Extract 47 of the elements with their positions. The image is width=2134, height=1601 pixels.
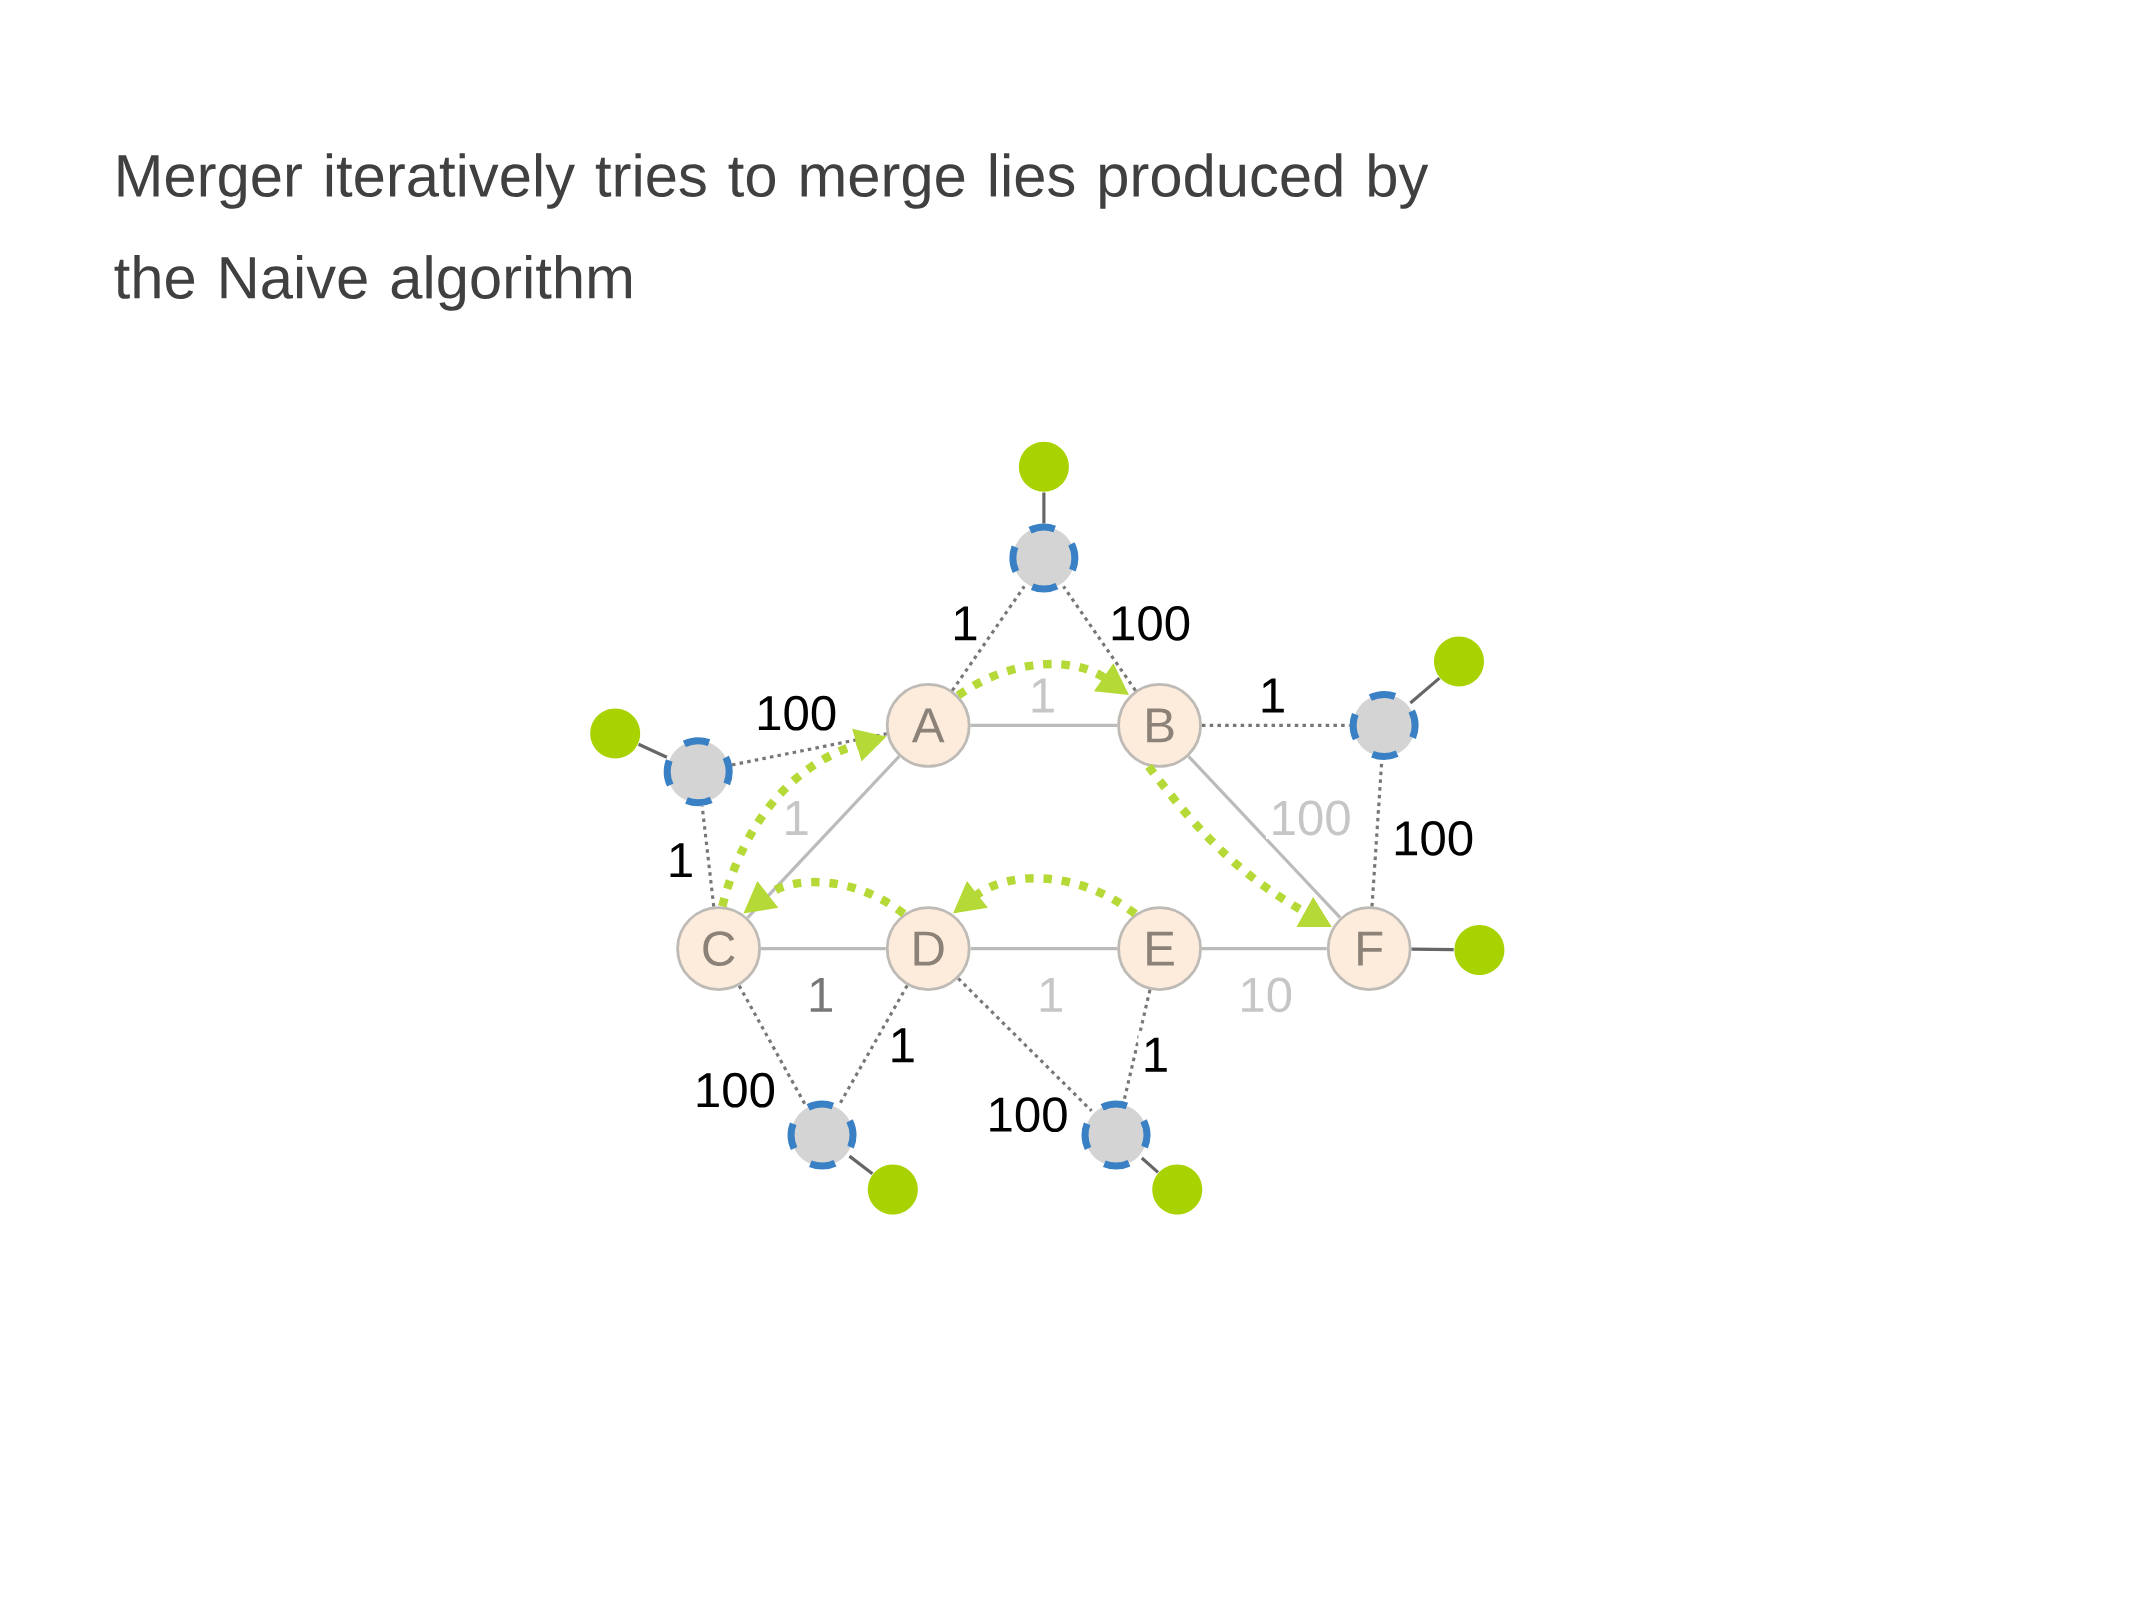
weight-label: 100 <box>690 1069 780 1112</box>
connector-line <box>746 755 901 919</box>
connector-line <box>1201 947 1327 951</box>
weight-label: 1 <box>779 797 814 839</box>
connector-line <box>1187 755 1342 920</box>
connector-line <box>848 1155 874 1176</box>
connector-line <box>1062 585 1137 692</box>
endpoint-dot <box>1454 925 1505 976</box>
weight-label: 1 <box>1255 675 1290 717</box>
endpoint-dot <box>590 708 641 759</box>
port-circle <box>1081 1100 1151 1170</box>
connector-line <box>700 806 716 907</box>
connector-line <box>970 947 1118 951</box>
connector-line <box>1201 724 1350 728</box>
connector-line <box>761 947 886 951</box>
weight-label: 1 <box>947 603 983 644</box>
endpoint-dot <box>867 1164 918 1215</box>
connector-line <box>1411 947 1454 952</box>
endpoint-dot <box>1152 1164 1203 1215</box>
weight-label: 100 <box>1388 817 1478 860</box>
connector-line <box>957 977 1093 1113</box>
weight-label: 100 <box>1105 602 1195 645</box>
weight-label: 1 <box>663 839 698 881</box>
weight-label: 100 <box>1266 797 1356 840</box>
weight-label: 1 <box>1025 675 1060 717</box>
connector-line <box>951 585 1026 692</box>
weight-label: 1 <box>803 974 838 1016</box>
connector-line <box>637 743 668 759</box>
weight-label: 1 <box>1033 974 1068 1016</box>
connector-line <box>970 724 1118 728</box>
port-circle <box>1009 523 1079 593</box>
port-circle <box>787 1100 857 1170</box>
connector-line <box>731 732 887 767</box>
title: Merger iteratively tries to merge lies produced by the Naive algorithm <box>114 153 1429 311</box>
port-circle <box>663 737 733 807</box>
endpoint-dot <box>1434 636 1484 687</box>
weight-label: 100 <box>983 1093 1073 1136</box>
weight-label: 1 <box>885 1025 920 1066</box>
connector-line <box>737 985 807 1106</box>
port-circle <box>1349 691 1419 761</box>
connector-line <box>1140 1157 1160 1174</box>
connector-line <box>1042 492 1046 524</box>
weight-label: 100 <box>751 692 841 735</box>
weight-label: 1 <box>1138 1034 1173 1076</box>
endpoint-dot <box>1018 442 1069 493</box>
weight-label: 10 <box>1234 974 1297 1017</box>
connector-line <box>1409 677 1441 705</box>
